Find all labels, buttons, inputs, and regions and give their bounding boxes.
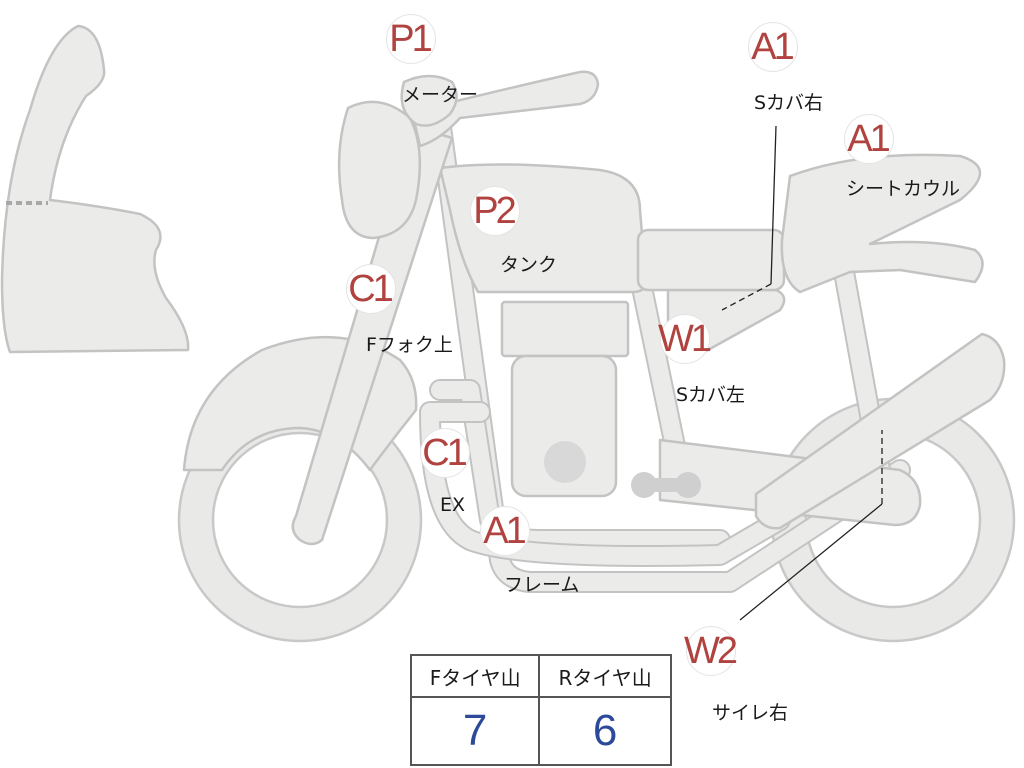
front-cowl-part <box>0 24 190 354</box>
front-tire-header: Fタイヤ山 <box>409 654 541 698</box>
seat-cowl-part <box>780 153 984 294</box>
marker-label-s-cover-left: Sカバ左 <box>676 384 746 406</box>
marker-label-seat-cowl: シートカウル <box>846 178 961 200</box>
marker-label-silencer-right: サイレ右 <box>712 702 789 724</box>
handlebar-part <box>410 70 600 148</box>
front-wheel-inner <box>211 431 389 609</box>
marker-badge-p1: P1 <box>386 14 436 64</box>
marker-badge-c1-ex: C1 <box>420 428 470 478</box>
marker-badge-p2: P2 <box>470 186 520 236</box>
headlight-part <box>337 100 422 240</box>
leader-line-silencer-right <box>739 503 883 621</box>
marker-badge-a1-frame: A1 <box>480 506 530 556</box>
marker-badge-a1-s-cover-right: A1 <box>748 22 798 72</box>
leader-line-s-cover-right <box>770 125 777 285</box>
marker-badge-c1-fork: C1 <box>346 264 396 314</box>
marker-label-s-cover-right: Sカバ右 <box>754 92 824 114</box>
marker-badge-w2: W2 <box>684 626 738 676</box>
marker-label-fork-upper: Fフォク上 <box>366 334 453 356</box>
front-tire-value: 7 <box>409 696 541 766</box>
rear-tire-header: Rタイヤ山 <box>538 654 672 698</box>
footpeg-end-right <box>675 472 701 498</box>
meter-part <box>400 74 458 127</box>
front-fork-part <box>291 124 454 546</box>
muffler-part <box>754 332 1006 530</box>
seat-part <box>636 228 786 292</box>
marker-label-meter: メーター <box>402 84 479 106</box>
rear-tire-value: 6 <box>538 696 672 766</box>
frame-tube <box>431 111 909 591</box>
marker-label-frame: フレーム <box>504 574 580 596</box>
footpeg-end-left <box>631 472 657 498</box>
engine-block <box>510 354 618 498</box>
tire-tread-table: Fタイヤ山 Rタイヤ山 7 6 <box>409 654 672 766</box>
marker-badge-w1: W1 <box>658 314 712 364</box>
engine-head <box>500 300 630 358</box>
marker-badge-a1-seat-cowl: A1 <box>844 114 894 164</box>
marker-label-ex: EX <box>440 494 466 516</box>
marker-label-tank: タンク <box>500 254 558 276</box>
engine-cover-disc <box>544 441 586 483</box>
